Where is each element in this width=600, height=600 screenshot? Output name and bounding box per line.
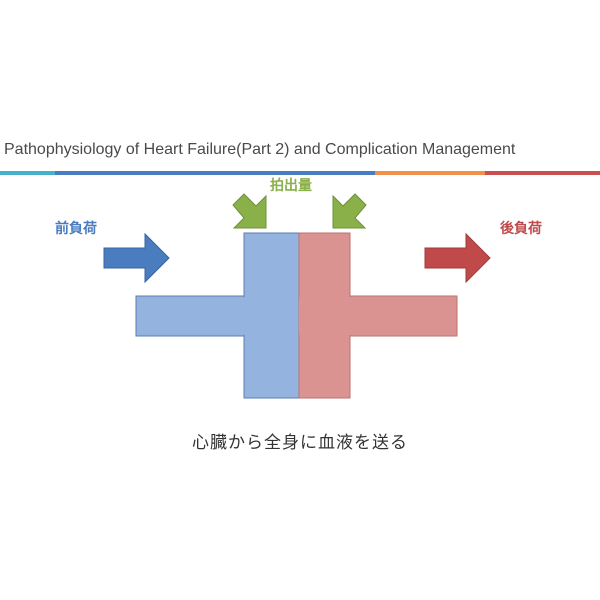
preload-arrow-icon	[103, 232, 170, 284]
color-bar-segment-orange	[375, 171, 485, 175]
cross-left-half	[135, 232, 300, 399]
stroke-volume-left-arrow-icon	[232, 193, 267, 229]
afterload-arrow-icon	[424, 232, 491, 284]
color-bar-segment-blue	[55, 171, 375, 175]
cross-right-half	[298, 232, 458, 399]
slide-title: Pathophysiology of Heart Failure(Part 2)…	[4, 141, 516, 158]
color-bar-segment-red	[485, 171, 600, 175]
stroke-volume-label: 拍出量	[270, 177, 312, 194]
afterload-label: 後負荷	[500, 220, 542, 237]
stroke-volume-right-arrow-icon	[332, 193, 367, 229]
color-bar-segment-cyan	[0, 171, 55, 175]
title-color-bar	[0, 171, 600, 175]
preload-label: 前負荷	[55, 220, 97, 237]
diagram-caption: 心臓から全身に血液を送る	[192, 433, 408, 453]
